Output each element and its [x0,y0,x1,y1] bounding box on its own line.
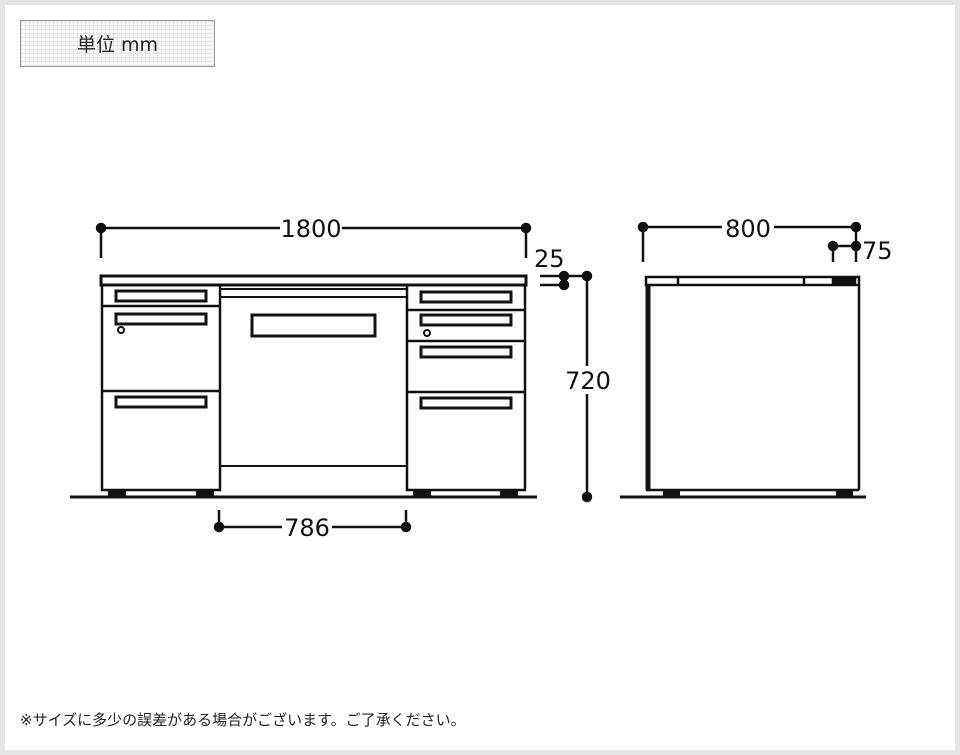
unit-label-text: 単位 mm [76,34,159,56]
overhang-dimension: 75 [862,237,893,265]
depth-dimension: 800 [725,215,771,243]
front-view [70,274,537,499]
right-pedestal [405,283,527,492]
knee-space-dimension: 786 [284,514,330,542]
top-thickness-dimension: 25 [534,245,565,273]
drawing-panel [5,5,955,750]
unit-label: 単位 mm [20,20,215,67]
left-pedestal [100,283,222,492]
footnote: ※サイズに多少の誤差がある場合がございます。ご了承ください。 [20,711,466,729]
dimension-lines [95,221,862,533]
modesty-panel-slot [250,313,377,338]
side-desk-top [644,275,861,287]
desk-top [99,274,528,287]
width-dimension: 1800 [280,215,341,243]
height-dimension: 720 [565,367,611,395]
side-view [620,275,866,499]
